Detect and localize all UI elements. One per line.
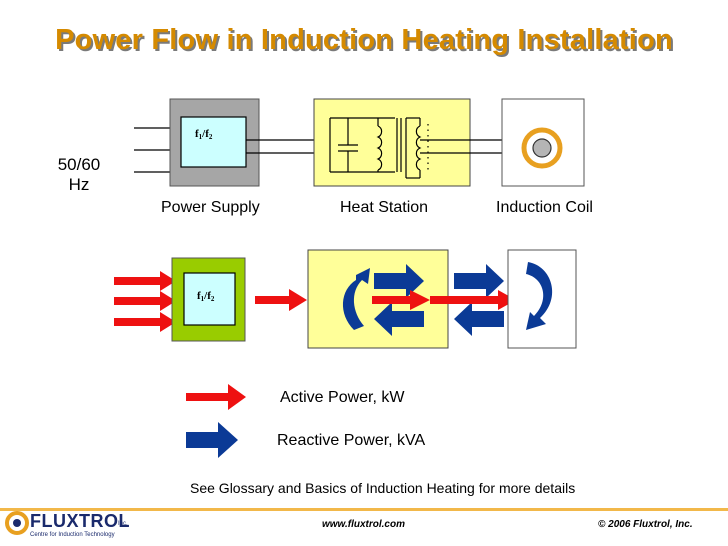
mains-frequency-text: 50/60 Hz — [57, 155, 101, 194]
logo-mark — [5, 511, 29, 535]
active-arrow-station — [372, 290, 430, 310]
heat-station-circuit — [329, 117, 429, 179]
slide-title: Power Flow in Induction Heating Installa… — [55, 24, 673, 56]
legend-reactive-label: Reactive Power, kVA — [277, 432, 426, 449]
footer-copyright: © 2006 Fluxtrol, Inc. — [598, 519, 693, 530]
heat-station-label: Heat Station — [340, 199, 429, 216]
footer-divider — [0, 508, 728, 511]
logo-wordmark: FLUXTROL — [30, 511, 130, 531]
reactive-arrow-from-coil — [454, 302, 504, 336]
induction-coil-ring — [521, 127, 563, 169]
active-arrow-to-coil — [430, 290, 516, 310]
footer-url[interactable]: www.fluxtrol.com — [322, 519, 405, 530]
reactive-arrow-station-right — [374, 264, 424, 298]
input-active-arrows — [114, 271, 176, 332]
coil-flow-box — [507, 249, 577, 349]
induction-coil-label: Induction Coil — [496, 199, 593, 216]
logo-inc: Inc. — [118, 521, 128, 527]
ratio-label-top: f1/f2 — [195, 128, 213, 141]
mains-frequency-label: 50/60 Hz — [50, 155, 108, 195]
heat-station-box — [313, 98, 471, 187]
workpiece — [532, 138, 552, 158]
power-supply-label: Power Supply — [161, 199, 260, 216]
legend-active-label: Active Power, kW — [280, 389, 405, 406]
legend-active-arrow — [186, 384, 246, 410]
logo-tagline: Centre for Induction Technology — [30, 532, 115, 538]
legend-reactive-arrow — [186, 422, 238, 458]
reactive-circulation-arrow-right — [526, 262, 553, 330]
ratio-label-bottom: f1/f2 — [197, 290, 215, 303]
supply-green-inner-box — [183, 272, 236, 326]
glossary-note: See Glossary and Basics of Induction Hea… — [190, 480, 576, 496]
reactive-arrow-to-coil — [454, 264, 504, 298]
active-arrow-to-station — [255, 289, 307, 311]
reactive-arrow-station-left — [374, 302, 424, 336]
power-supply-inner-box — [180, 116, 247, 168]
reactive-circulation-arrow-left — [342, 268, 370, 330]
